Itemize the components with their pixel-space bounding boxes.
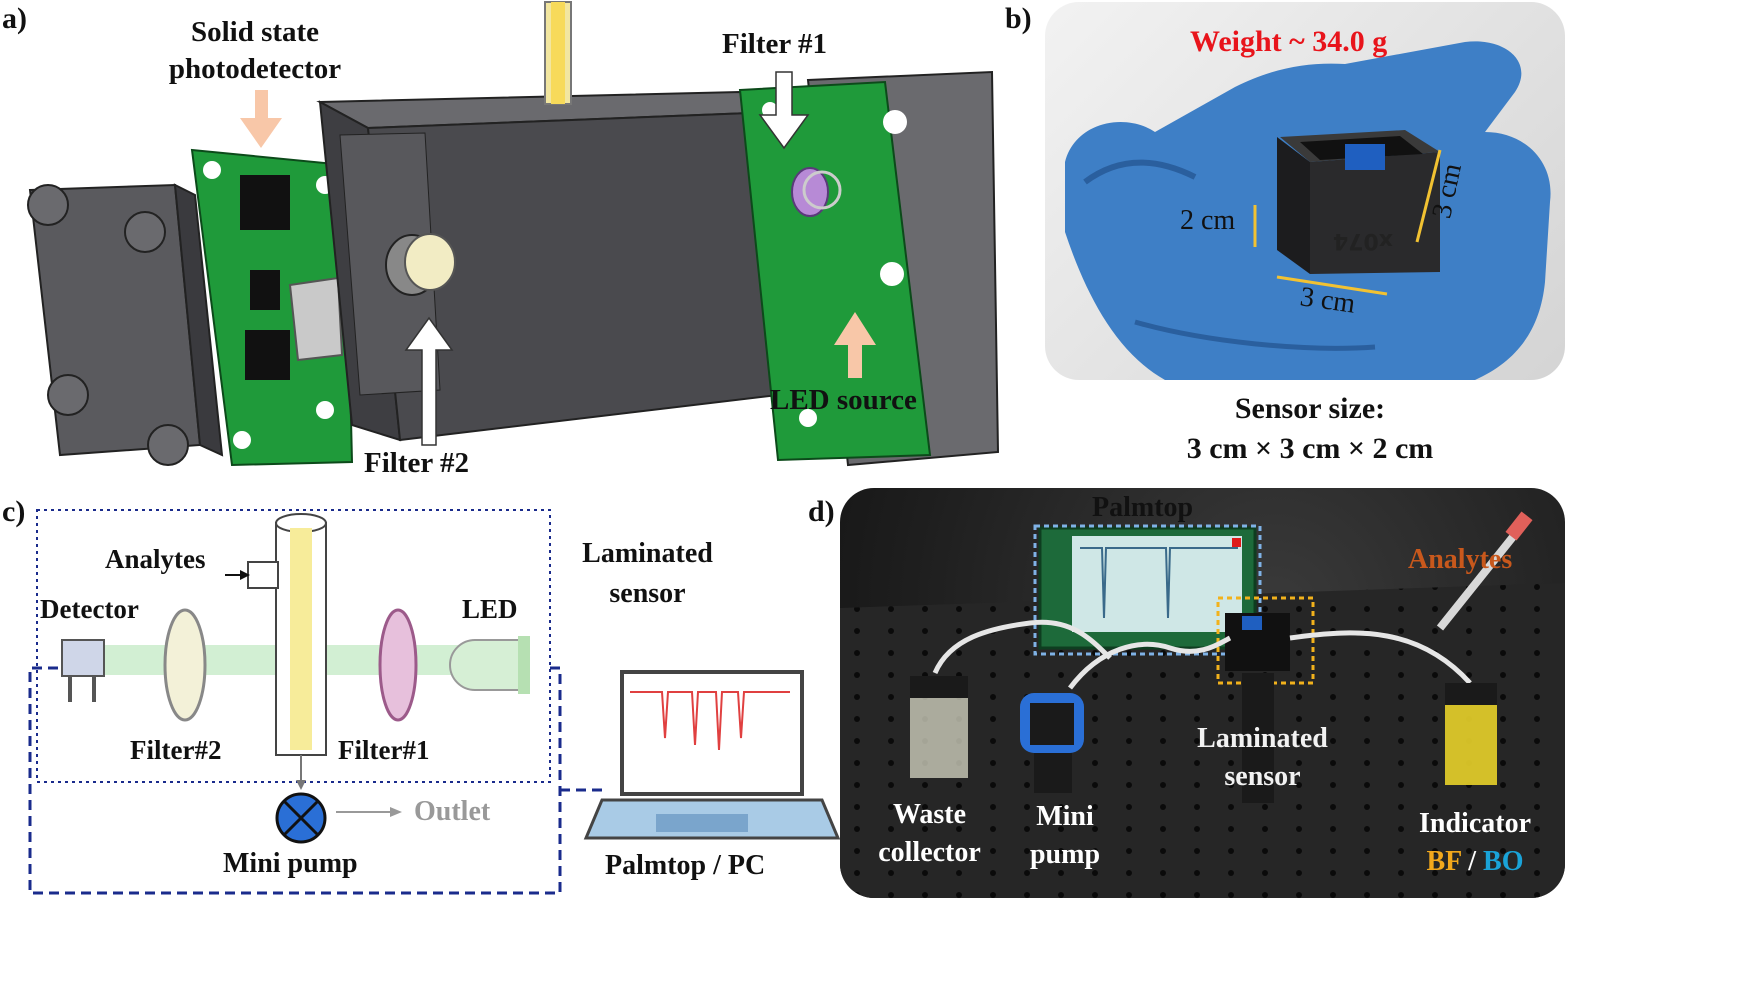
filter2-arrow bbox=[404, 316, 454, 446]
dim-height-label: 2 cm bbox=[1180, 205, 1236, 236]
filter2-icon bbox=[163, 608, 207, 722]
analytes-label: Analytes bbox=[105, 544, 206, 574]
led-icon bbox=[449, 636, 530, 694]
palmtop-highlight-box bbox=[1033, 524, 1262, 656]
device-id-text: x074 bbox=[1333, 228, 1393, 253]
led-source-label: LED source bbox=[770, 384, 917, 416]
filter2-label: Filter #2 bbox=[364, 447, 469, 479]
bo-label: BO bbox=[1483, 846, 1524, 877]
outlet-label: Outlet bbox=[414, 796, 491, 827]
laptop-icon bbox=[583, 670, 841, 840]
filter1-icon bbox=[378, 608, 418, 722]
filter2-schematic-label: Filter#2 bbox=[130, 735, 222, 765]
led-label: LED bbox=[462, 594, 518, 624]
back-cover-plate bbox=[27, 183, 224, 466]
hand-photo: x074 bbox=[1045, 2, 1565, 380]
setup-illustration bbox=[840, 511, 1565, 898]
connection-wire bbox=[28, 666, 562, 895]
filter1-arrow bbox=[758, 71, 810, 150]
setup-photo bbox=[840, 488, 1565, 898]
glove-hand-illustration: x074 bbox=[1065, 41, 1551, 380]
mini-pump-icon bbox=[275, 792, 402, 844]
waste-collector-label: Waste collector bbox=[878, 799, 981, 868]
palmtop-pc-label: Palmtop / PC bbox=[605, 850, 766, 881]
sensor-housing bbox=[316, 1, 780, 442]
sensor-signal-trace bbox=[630, 691, 790, 751]
photodetector-pcb bbox=[190, 148, 354, 467]
sensor-size-title: Sensor size: bbox=[1234, 392, 1386, 425]
panel-d-letter: d) bbox=[808, 495, 835, 528]
photodetector-label: Solid state photodetector bbox=[168, 16, 342, 85]
sensor-size-value: 3 cm × 3 cm × 2 cm bbox=[1186, 432, 1434, 465]
cuvette-tube bbox=[225, 513, 327, 790]
filter1-label: Filter #1 bbox=[722, 28, 827, 60]
panel-c-letter: c) bbox=[2, 495, 26, 528]
indicator-label: Indicator bbox=[1419, 808, 1531, 839]
mini-pump-photo-label: Mini pump bbox=[1029, 801, 1101, 870]
indicator-types-label: BF / BO bbox=[1400, 846, 1550, 878]
photodetector-arrow bbox=[240, 90, 282, 148]
laminated-sensor-label: Laminated sensor bbox=[582, 538, 713, 609]
panel-a-letter: a) bbox=[2, 2, 27, 35]
panel-b-letter: b) bbox=[1005, 2, 1032, 35]
slash-label: / bbox=[1461, 846, 1484, 877]
palmtop-photo-label: Palmtop bbox=[1092, 492, 1194, 523]
weight-label: Weight ~ 34.0 g bbox=[1190, 25, 1388, 58]
filter1-schematic-label: Filter#1 bbox=[338, 735, 430, 765]
detector-icon bbox=[61, 639, 105, 702]
mini-pump-label: Mini pump bbox=[223, 848, 358, 879]
laminated-sensor-photo-label: Laminated sensor bbox=[1197, 723, 1328, 792]
analytes-photo-label: Analytes bbox=[1408, 544, 1513, 575]
detector-label: Detector bbox=[40, 594, 139, 624]
led-arrow bbox=[834, 312, 876, 378]
bf-label: BF bbox=[1426, 846, 1462, 877]
